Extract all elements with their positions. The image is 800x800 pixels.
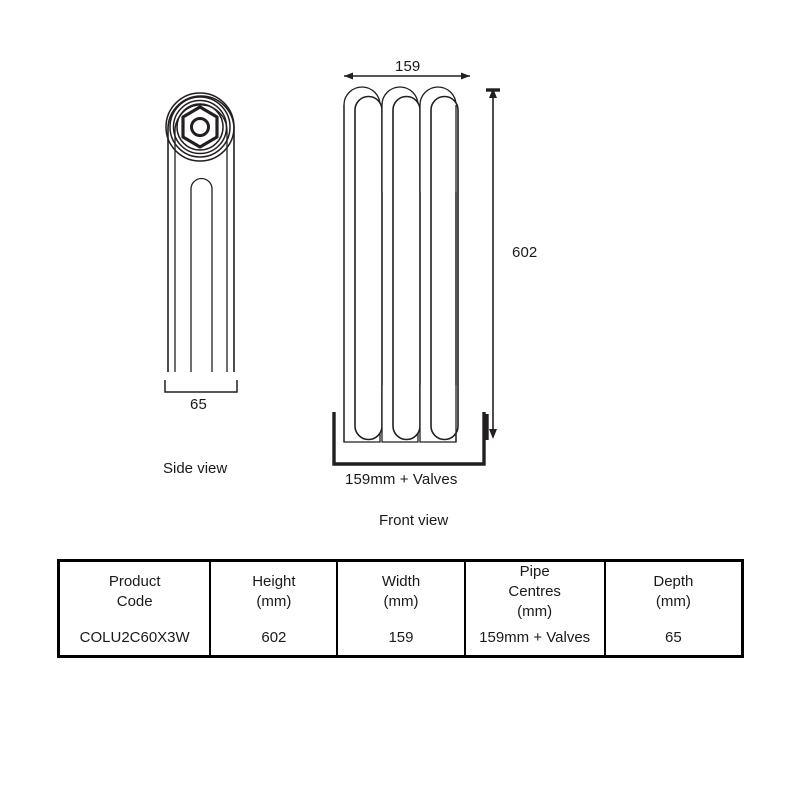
width-dim-arrow-right bbox=[461, 72, 470, 80]
height-dim-arrow-top bbox=[489, 88, 497, 98]
spec-table-body: COLU2C60X3W 602 159 159mm + Valves 65 bbox=[60, 621, 741, 656]
column-header-pipe-centres: Pipe Centres (mm) bbox=[466, 562, 606, 622]
header-text-line-1: Width bbox=[381, 572, 421, 590]
side-view-center-slot bbox=[190, 177, 213, 372]
front-column-group-3-tube bbox=[430, 95, 459, 441]
header-text-line-2: (mm) bbox=[256, 592, 292, 610]
header-text-line-2: (mm) bbox=[655, 592, 691, 610]
front-view-width-dimension bbox=[344, 72, 470, 80]
front-column-group-2-tube bbox=[392, 95, 421, 441]
height-dim-arrow-bottom bbox=[489, 429, 497, 439]
header-text-line-2: Centres bbox=[508, 582, 561, 600]
column-header-height: Height (mm) bbox=[211, 562, 339, 622]
header-text-line-1: Pipe bbox=[519, 563, 550, 580]
nut-outer-ring-4 bbox=[176, 103, 224, 151]
nut-outer-ring-1 bbox=[165, 92, 235, 162]
spec-table-header: Product Code Height (mm) Width (mm) Pipe… bbox=[60, 562, 741, 622]
header-text-line-1: Height bbox=[252, 572, 296, 590]
nut-outer-ring-2 bbox=[169, 96, 231, 158]
table-row: COLU2C60X3W 602 159 159mm + Valves 65 bbox=[60, 621, 741, 656]
column-header-width: Width (mm) bbox=[338, 562, 466, 622]
cell-pipe-centres: 159mm + Valves bbox=[466, 621, 606, 656]
spec-table-container: Product Code Height (mm) Width (mm) Pipe… bbox=[57, 559, 744, 659]
nut-center-bore bbox=[190, 117, 210, 137]
side-view-drawing bbox=[164, 92, 238, 393]
front-column-group-1-tube bbox=[354, 95, 383, 441]
nut-outer-ring-3 bbox=[172, 99, 228, 155]
header-text-line-2: Code bbox=[116, 592, 153, 610]
side-view-label: Side view bbox=[163, 460, 228, 477]
dimension-label-height: 602 bbox=[512, 244, 538, 261]
front-view-height-dimension bbox=[485, 88, 500, 440]
header-text-line-2: (mm) bbox=[383, 592, 419, 610]
column-header-depth: Depth (mm) bbox=[606, 562, 741, 621]
side-view-hex-nut-assembly bbox=[165, 92, 235, 162]
width-dim-arrow-left bbox=[344, 72, 353, 80]
cell-depth: 65 bbox=[665, 629, 682, 647]
front-view-pipe-centres-bracket bbox=[332, 412, 486, 466]
front-view-drawing bbox=[332, 72, 500, 466]
header-text-line-1: Depth bbox=[653, 572, 694, 590]
dimension-label-pipe-centres: 159mm + Valves bbox=[345, 471, 458, 488]
header-text-line-3: (mm) bbox=[517, 602, 553, 620]
front-view-label: Front view bbox=[379, 512, 449, 529]
cell-product-code: COLU2C60X3W bbox=[60, 621, 212, 656]
column-header-product-code: Product Code bbox=[60, 562, 212, 622]
cell-width: 159 bbox=[338, 621, 466, 656]
cell-height: 602 bbox=[211, 621, 339, 656]
dimension-label-depth: 65 bbox=[190, 396, 207, 413]
dimension-label-width: 159 bbox=[395, 58, 421, 75]
header-text-line-1: Product bbox=[108, 572, 161, 590]
spec-table: Product Code Height (mm) Width (mm) Pipe… bbox=[57, 559, 744, 659]
table-header-row: Product Code Height (mm) Width (mm) Pipe… bbox=[60, 562, 741, 622]
side-view-depth-bracket bbox=[164, 380, 238, 393]
